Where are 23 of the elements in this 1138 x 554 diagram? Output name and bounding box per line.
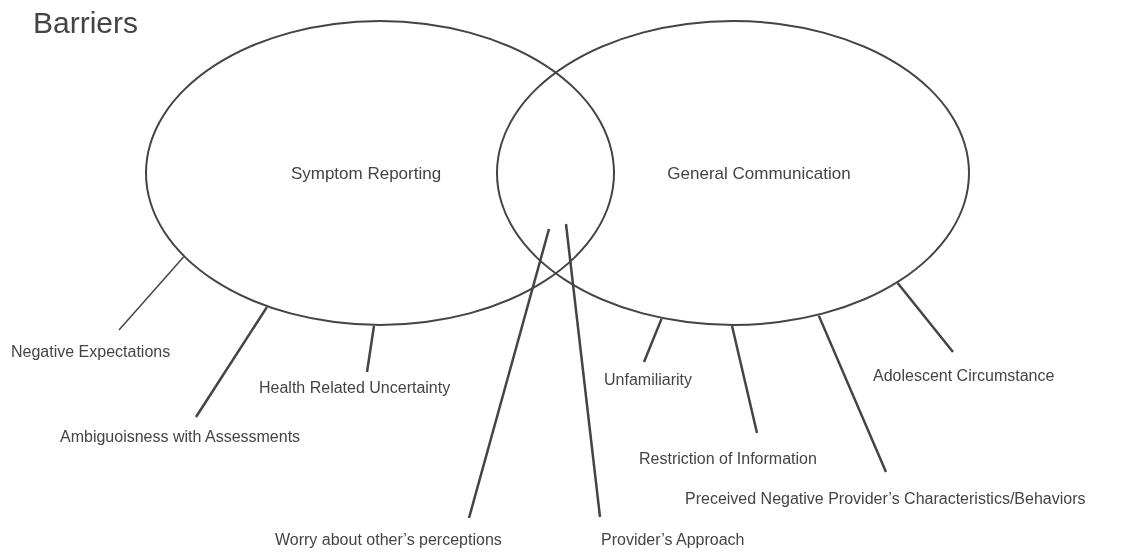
barrier-label: Ambiguoisness with Assessments bbox=[60, 428, 301, 446]
leader-line bbox=[467, 228, 551, 519]
leader-line bbox=[642, 318, 663, 363]
leader-line bbox=[564, 223, 602, 518]
barrier-label: Provider’s Approach bbox=[601, 531, 745, 549]
barrier-label: Negative Expectations bbox=[11, 343, 171, 361]
leader-line bbox=[896, 282, 954, 353]
barrier-label: Health Related Uncertainty bbox=[259, 379, 451, 397]
circle-label: Symptom Reporting bbox=[290, 164, 442, 184]
venn-circle bbox=[496, 20, 970, 326]
title: Barriers bbox=[33, 6, 138, 40]
barrier-label: Adolescent Circumstance bbox=[873, 367, 1055, 385]
leader-line bbox=[817, 315, 888, 473]
circle-label: General Communication bbox=[667, 164, 851, 184]
barrier-label: Unfamiliarity bbox=[604, 371, 692, 389]
venn-circle bbox=[145, 20, 615, 326]
leader-line bbox=[194, 306, 268, 418]
barrier-label: Restriction of Information bbox=[639, 450, 817, 468]
barrier-label: Preceived Negative Provider’s Characteristics/Behaviors bbox=[685, 490, 1086, 508]
leader-line bbox=[365, 325, 376, 373]
barrier-label: Worry about other’s perceptions bbox=[275, 531, 502, 549]
leader-line bbox=[730, 325, 759, 434]
leader-line bbox=[118, 256, 185, 331]
